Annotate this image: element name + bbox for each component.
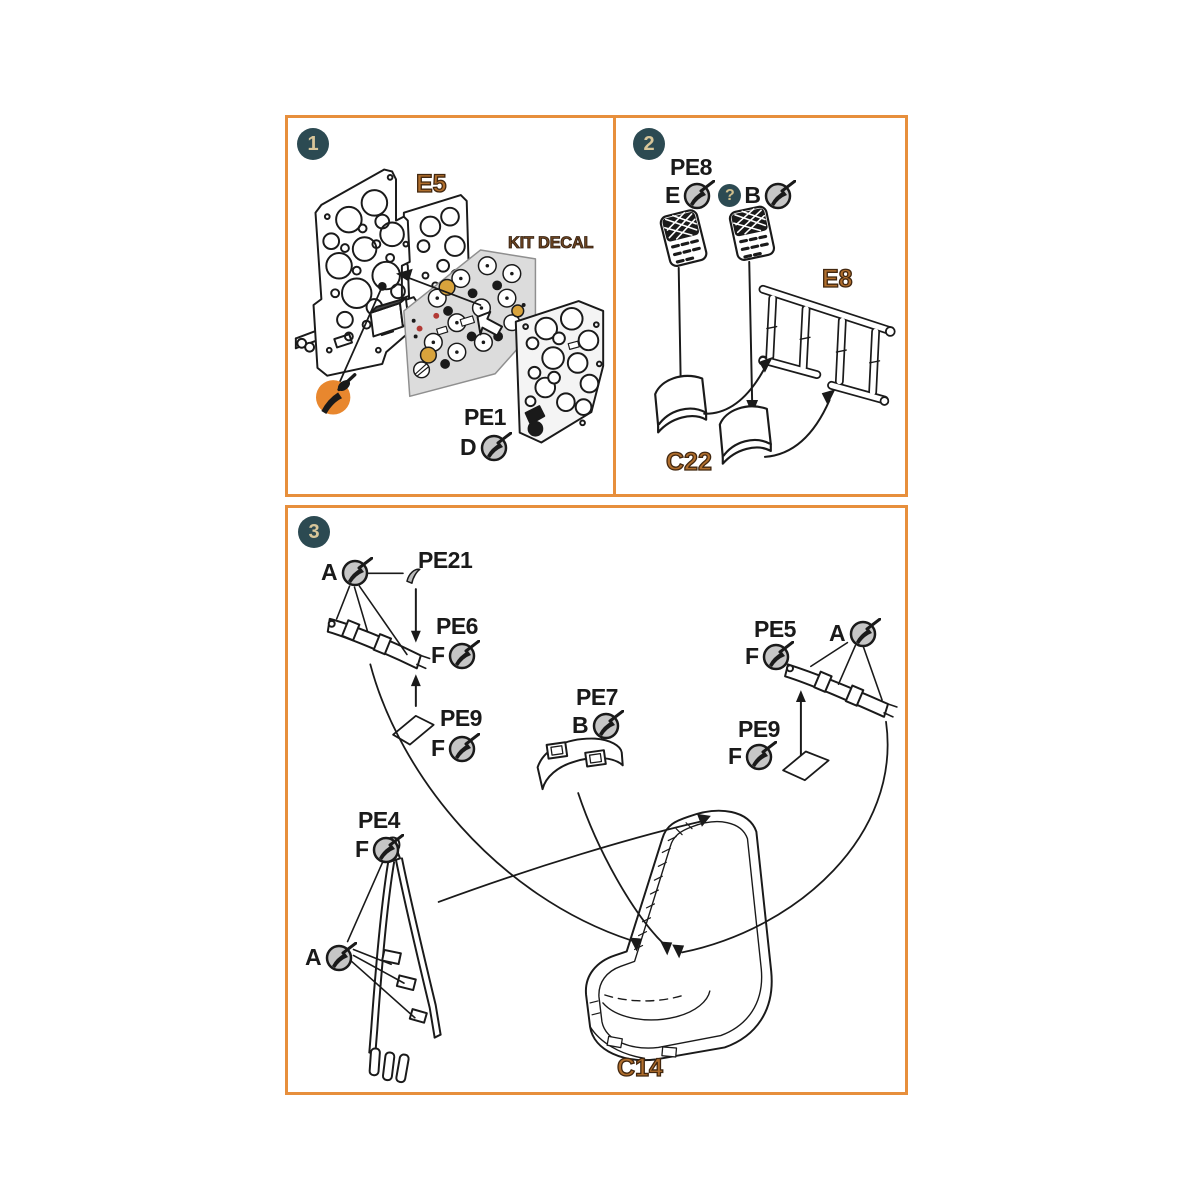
pe-pedal-left xyxy=(659,209,708,268)
instrument-panel-diagram xyxy=(294,168,605,444)
pe1-letter: D xyxy=(460,433,477,460)
assembly-curves xyxy=(369,663,889,954)
arrow-plate-right-up xyxy=(795,690,806,763)
kit-part-box xyxy=(369,297,410,338)
step-2-number: 2 xyxy=(643,133,655,155)
pe21-part xyxy=(406,568,421,584)
pe8-letter-e: E xyxy=(665,181,681,208)
kit-decal-label: KIT DECAL xyxy=(508,234,594,253)
glue-brush-icon xyxy=(762,641,795,671)
arrow-pe21-down xyxy=(410,588,421,643)
part-label-e5: E5 xyxy=(415,169,447,198)
pe7-finish-callout: B xyxy=(572,710,624,740)
pe1-callout-label: PE1 xyxy=(464,404,506,430)
glue-brush-icon xyxy=(325,942,357,972)
decal-to-panel-arrow xyxy=(396,268,482,306)
pe-panel-pe1-drawing xyxy=(514,300,605,444)
pointer-lines-a-bottom xyxy=(346,855,416,1019)
paint-pointer-line xyxy=(338,285,384,385)
pe9-right-finish-callout: F xyxy=(728,741,778,771)
seatbelt-left xyxy=(326,617,431,670)
e8-frame xyxy=(758,284,896,406)
assembly-arrowheads xyxy=(629,813,711,959)
pe9-left-letter: F xyxy=(431,734,446,761)
part-label-c22: C22 xyxy=(665,447,712,476)
paint-brush-orange-icon xyxy=(315,373,357,415)
seat-assembly-diagram xyxy=(326,568,898,1084)
letter-a: A xyxy=(321,558,338,585)
c14-seat xyxy=(585,809,773,1062)
pe5-letter: F xyxy=(745,642,760,669)
glue-brush-icon xyxy=(745,741,778,771)
pe8-letter-b: B xyxy=(744,181,761,208)
pe4-letter: F xyxy=(355,835,370,862)
kit-decal-sheet xyxy=(403,249,537,398)
pe8-finish-callout: E ? B xyxy=(665,180,796,210)
step-2-badge: 2 xyxy=(633,128,665,160)
letter-a: A xyxy=(305,943,322,970)
step-1-panel: 1 E5 KIT DECAL PE1 D xyxy=(285,115,616,497)
step-3-number: 3 xyxy=(308,521,320,543)
pointer-lines-a-left xyxy=(335,585,408,656)
pe6-finish-callout: F xyxy=(431,640,481,670)
pedal-base-left xyxy=(654,374,708,434)
part-label-e8: E8 xyxy=(821,264,853,293)
glue-brush-icon xyxy=(448,733,481,763)
step-3-badge: 3 xyxy=(298,516,330,548)
pe6-callout-label: PE6 xyxy=(436,613,478,639)
step-3-panel: 3 A PE21 PE6 F PE9 F xyxy=(285,505,908,1095)
pe8-callout-label: PE8 xyxy=(670,154,712,180)
a-callout-right: A xyxy=(829,618,881,648)
attach-arrow-left xyxy=(703,356,773,415)
pe9-left-callout-label: PE9 xyxy=(440,705,482,731)
pe9-left-finish-callout: F xyxy=(431,733,481,763)
glue-brush-icon xyxy=(372,834,405,864)
step-1-badge: 1 xyxy=(297,128,329,160)
pe4-callout-label: PE4 xyxy=(358,807,400,833)
pe-pedal-right xyxy=(728,205,776,261)
glue-brush-icon xyxy=(684,180,716,210)
glue-brush-icon xyxy=(849,618,881,648)
arrow-plate-left-up xyxy=(410,674,421,707)
rudder-pedals-diagram xyxy=(654,205,896,465)
seatbelt-right xyxy=(784,663,898,718)
glue-brush-icon xyxy=(448,640,481,670)
pe4-finish-callout: F xyxy=(355,834,405,864)
pointer-lines-a-right xyxy=(810,641,883,701)
glue-brush-icon xyxy=(592,710,624,740)
a-callout-top-left: A xyxy=(321,557,373,587)
pe5-finish-callout: F xyxy=(745,641,795,671)
pe6-letter: F xyxy=(431,641,446,668)
letter-a: A xyxy=(829,619,846,646)
pe5-callout-label: PE5 xyxy=(754,616,796,642)
pe7-pad xyxy=(536,737,624,791)
step-1-number: 1 xyxy=(307,133,319,155)
step-2-panel: 2 PE8 E ? B E8 C22 xyxy=(613,115,908,497)
part-label-c14: C14 xyxy=(616,1053,663,1082)
pe21-callout-label: PE21 xyxy=(418,547,473,573)
assembly-arrow-left xyxy=(674,266,687,392)
block-arrow xyxy=(476,310,504,337)
glue-brush-icon xyxy=(480,432,512,462)
attach-arrow-right xyxy=(763,389,836,458)
question-badge-icon: ? xyxy=(718,183,742,207)
pe7-letter: B xyxy=(572,711,589,738)
a-callout-bottom: A xyxy=(305,942,357,972)
backing-plate-left xyxy=(392,714,435,746)
pedal-base-right xyxy=(718,405,772,465)
pe9-right-letter: F xyxy=(728,742,743,769)
pe9-right-callout-label: PE9 xyxy=(738,716,780,742)
glue-brush-icon xyxy=(764,180,796,210)
pe1-finish-callout: D xyxy=(460,432,512,462)
glue-brush-icon xyxy=(341,557,373,587)
pe7-callout-label: PE7 xyxy=(576,684,618,710)
backing-plate-right xyxy=(782,750,830,782)
